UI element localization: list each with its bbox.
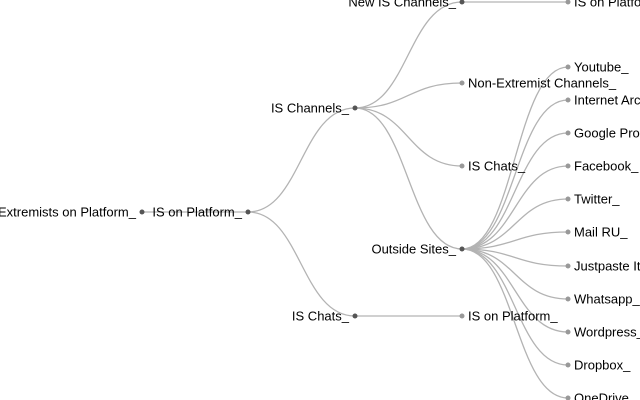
node-is-chats-2[interactable]: IS Chats_ xyxy=(459,159,526,174)
node-dot xyxy=(565,362,571,368)
node-label: New IS Channels_ xyxy=(348,0,456,10)
node-label: IS Chats_ xyxy=(292,309,350,324)
node-label: Mail RU_ xyxy=(574,225,628,240)
node-label: IS on Platfo xyxy=(574,0,640,10)
node-dot xyxy=(565,0,571,5)
node-dot xyxy=(459,0,465,5)
node-label: IS on Platform_ xyxy=(468,309,558,324)
node-facebook[interactable]: Facebook_ xyxy=(565,159,640,174)
node-label: IS Chats_ xyxy=(468,159,526,174)
node-label: Non-Extremist Channels_ xyxy=(468,76,617,91)
node-is-on-platform[interactable]: IS on Platform_ xyxy=(152,205,251,220)
node-label: Google Pro xyxy=(574,126,640,141)
link-outside-onedrive xyxy=(461,248,569,399)
node-dot xyxy=(565,97,571,103)
node-dot xyxy=(565,64,571,70)
node-non-extremist-channels[interactable]: Non-Extremist Channels_ xyxy=(459,76,617,91)
node-dot xyxy=(459,246,465,252)
link-isplatform-chats xyxy=(247,211,356,317)
node-dot xyxy=(565,296,571,302)
node-dot xyxy=(459,313,465,319)
node-label: Justpaste It xyxy=(574,259,640,274)
node-label: Extremists on Platform_ xyxy=(0,205,137,220)
node-dot xyxy=(565,329,571,335)
node-label: Dropbox_ xyxy=(574,358,631,373)
node-onedrive[interactable]: OneDrive_ xyxy=(565,391,637,400)
node-dot xyxy=(565,229,571,235)
node-root[interactable]: Extremists on Platform_ xyxy=(0,205,145,220)
node-dot xyxy=(139,209,145,215)
node-label: IS on Platform_ xyxy=(152,205,242,220)
node-dot xyxy=(565,263,571,269)
link-outside-twitter xyxy=(461,198,569,250)
node-is-on-platform-2[interactable]: IS on Platfo xyxy=(565,0,640,10)
node-internet-archive[interactable]: Internet Arc xyxy=(565,93,640,108)
node-youtube[interactable]: Youtube_ xyxy=(565,60,630,75)
link-outside-google xyxy=(461,132,569,250)
link-channels-nonextremist xyxy=(354,82,463,109)
link-outside-wordpress xyxy=(461,248,569,333)
link-channels-chats xyxy=(354,107,463,167)
node-dot xyxy=(352,105,358,111)
link-outside-justpaste xyxy=(461,248,569,267)
node-dot xyxy=(352,313,358,319)
node-label: Outside Sites_ xyxy=(371,242,456,257)
link-outside-youtube xyxy=(461,66,569,250)
link-outside-whatsapp xyxy=(461,248,569,300)
node-label: Youtube_ xyxy=(574,60,629,75)
node-dot xyxy=(565,130,571,136)
node-outside-sites[interactable]: Outside Sites_ xyxy=(371,242,465,257)
node-dropbox[interactable]: Dropbox_ xyxy=(565,358,632,373)
node-new-is-channels[interactable]: New IS Channels_ xyxy=(348,0,465,10)
node-label: Internet Arc xyxy=(574,93,640,108)
node-dot xyxy=(565,196,571,202)
link-channels-newchannels xyxy=(354,1,463,109)
link-outside-facebook xyxy=(461,165,569,250)
node-dot xyxy=(565,163,571,169)
node-google-pro[interactable]: Google Pro xyxy=(565,126,640,141)
node-dot xyxy=(459,163,465,169)
link-channels-outside xyxy=(354,107,463,250)
node-is-channels[interactable]: IS Channels_ xyxy=(271,101,358,116)
node-label: Facebook_ xyxy=(574,159,639,174)
node-is-chats[interactable]: IS Chats_ xyxy=(292,309,358,324)
node-label: OneDrive_ xyxy=(574,391,637,400)
node-is-on-platform-3[interactable]: IS on Platform_ xyxy=(459,309,559,324)
node-whatsapp[interactable]: Whatsapp_ xyxy=(565,292,640,307)
node-label: Wordpress_ xyxy=(574,325,640,340)
link-isplatform-channels xyxy=(247,107,356,213)
link-outside-mailru xyxy=(461,231,569,250)
node-label: Whatsapp_ xyxy=(574,292,640,307)
node-wordpress[interactable]: Wordpress_ xyxy=(565,325,640,340)
node-mail-ru[interactable]: Mail RU_ xyxy=(565,225,629,240)
node-dot xyxy=(459,80,465,86)
node-dot xyxy=(245,209,251,215)
tree-links xyxy=(142,1,569,399)
link-outside-internetarc xyxy=(461,99,569,250)
node-justpaste-it[interactable]: Justpaste It xyxy=(565,259,640,274)
node-dot xyxy=(565,395,571,400)
node-label: Twitter_ xyxy=(574,192,620,207)
node-twitter[interactable]: Twitter_ xyxy=(565,192,621,207)
node-label: IS Channels_ xyxy=(271,101,350,116)
link-outside-dropbox xyxy=(461,248,569,366)
